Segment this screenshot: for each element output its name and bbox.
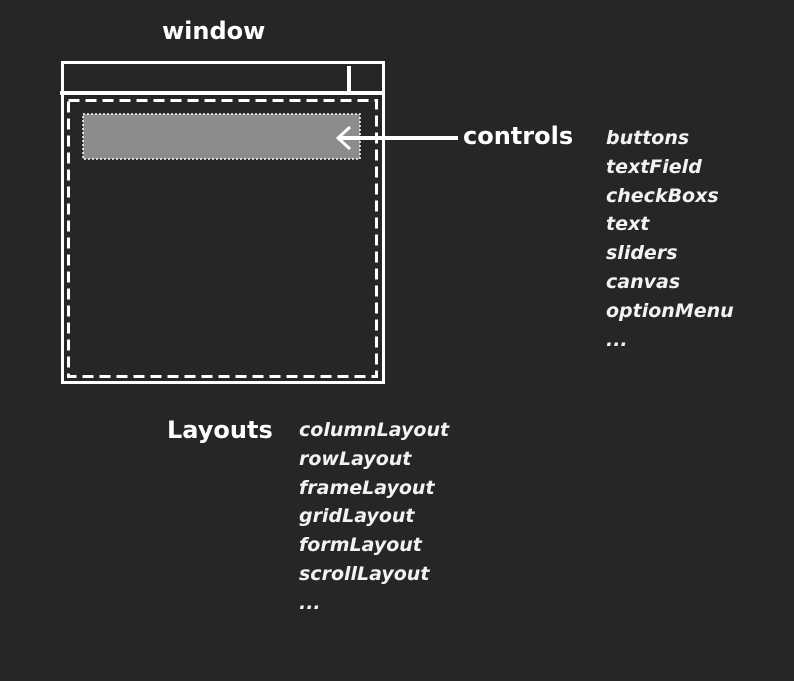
controls-item: canvas xyxy=(606,270,681,293)
controls-list: buttons textField checkBoxs text sliders… xyxy=(606,124,734,354)
controls-item: text xyxy=(606,213,650,236)
window-label: window xyxy=(162,17,266,45)
controls-item: sliders xyxy=(606,242,678,265)
arrow-icon xyxy=(335,125,458,151)
layouts-item: formLayout xyxy=(299,534,422,557)
control-box xyxy=(82,113,361,160)
layouts-item: frameLayout xyxy=(299,476,435,499)
controls-item: ... xyxy=(606,328,628,351)
controls-label: controls xyxy=(463,122,574,150)
layouts-item: ... xyxy=(299,591,321,614)
controls-item: buttons xyxy=(606,127,690,149)
layout-region xyxy=(67,99,378,378)
window-frame xyxy=(61,61,385,384)
controls-item: optionMenu xyxy=(606,299,734,322)
controls-item: checkBoxs xyxy=(606,184,719,207)
controls-item: textField xyxy=(606,155,702,178)
layouts-item: columnLayout xyxy=(299,419,450,441)
layouts-list: columnLayout rowLayout frameLayout gridL… xyxy=(299,416,449,618)
layouts-item: scrollLayout xyxy=(299,562,430,585)
layouts-item: rowLayout xyxy=(299,447,412,470)
layouts-label: Layouts xyxy=(167,416,273,444)
layouts-item: gridLayout xyxy=(299,505,415,528)
